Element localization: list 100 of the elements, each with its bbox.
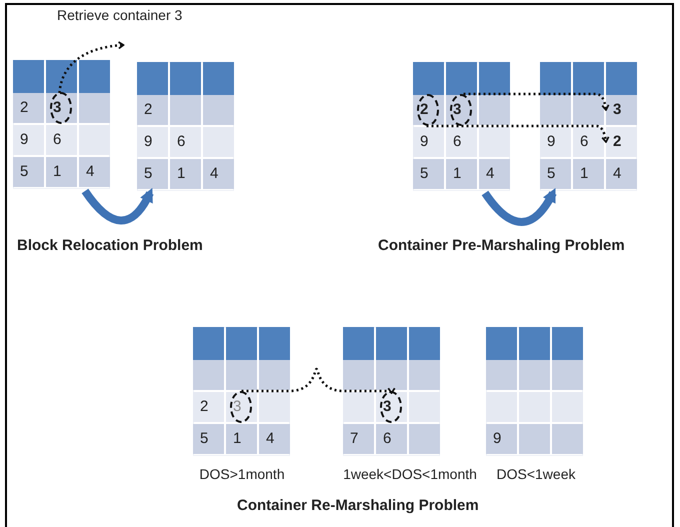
- container-number: 6: [383, 430, 392, 448]
- container-cell: [446, 95, 477, 125]
- container-number: 3: [453, 101, 462, 119]
- empty-slot: [409, 424, 440, 454]
- container-number: 4: [86, 163, 94, 181]
- container-number: 5: [547, 165, 556, 183]
- container-number: 4: [613, 165, 622, 183]
- empty-slot: [170, 95, 201, 125]
- container-cell: [573, 127, 604, 157]
- container-bay: [413, 62, 510, 191]
- dotted-arrow: [242, 368, 395, 394]
- container-cell: [137, 127, 168, 157]
- container-number: 5: [144, 165, 152, 183]
- container-number: 4: [210, 165, 218, 183]
- container-cell: [540, 159, 571, 189]
- container-cell: [606, 159, 637, 189]
- instruction-text: Retrieve container 3: [57, 7, 182, 23]
- empty-slot: [226, 360, 257, 390]
- empty-slot: [519, 392, 550, 422]
- container-cell: [170, 159, 201, 189]
- container-cell: [606, 127, 637, 157]
- container-cell: [479, 159, 510, 189]
- empty-slot: [552, 360, 583, 390]
- container-cell: [46, 125, 77, 155]
- container-cell: [46, 157, 77, 187]
- container-number: 2: [144, 101, 152, 119]
- container-number: 2: [200, 398, 208, 416]
- container-number: 5: [420, 165, 428, 183]
- container-cell: [13, 93, 44, 123]
- container-number: 1: [233, 430, 242, 448]
- container-cell: [79, 157, 110, 187]
- problem-title: Container Re-Marshaling Problem: [237, 497, 479, 514]
- container-number: 6: [580, 133, 588, 151]
- container-number: 3: [383, 398, 392, 416]
- empty-slot: [203, 95, 234, 125]
- container-cell: [193, 424, 224, 454]
- problem-title: Container Pre-Marshaling Problem: [378, 237, 625, 254]
- container-cell: [13, 125, 44, 155]
- problem-title: Block Relocation Problem: [17, 237, 203, 254]
- empty-slot: [486, 392, 517, 422]
- container-cell: [446, 127, 477, 157]
- curved-arrow: [482, 188, 556, 226]
- container-cell: [137, 159, 168, 189]
- container-cell: [376, 392, 407, 422]
- container-number: 9: [547, 133, 556, 151]
- container-bay: [137, 62, 234, 191]
- container-number: 4: [486, 165, 494, 183]
- container-bay: [13, 60, 110, 189]
- empty-slot: [409, 360, 440, 390]
- empty-slot: [203, 127, 234, 157]
- container-number: 5: [200, 430, 208, 448]
- empty-slot: [343, 392, 374, 422]
- container-cell: [540, 127, 571, 157]
- container-cell: [376, 424, 407, 454]
- empty-slot: [519, 360, 550, 390]
- container-bay: [540, 62, 637, 191]
- container-cell: [413, 95, 444, 125]
- container-number: 2: [20, 99, 28, 117]
- empty-slot: [193, 360, 224, 390]
- container-number: 2: [420, 101, 428, 119]
- bay-caption: DOS<1week: [496, 466, 576, 482]
- empty-slot: [573, 95, 604, 125]
- container-cell: [13, 157, 44, 187]
- container-number: 1: [177, 165, 186, 183]
- container-cell: [343, 424, 374, 454]
- empty-slot: [259, 360, 290, 390]
- container-number: 1: [580, 165, 588, 183]
- container-cell: [446, 159, 477, 189]
- container-cell: [46, 93, 77, 123]
- container-cell: [193, 392, 224, 422]
- empty-slot: [552, 392, 583, 422]
- empty-slot: [409, 392, 440, 422]
- empty-slot: [79, 93, 110, 123]
- container-number: 3: [233, 398, 242, 416]
- empty-slot: [479, 95, 510, 125]
- container-cell: [203, 159, 234, 189]
- empty-slot: [479, 127, 510, 157]
- container-number: 9: [420, 133, 428, 151]
- empty-slot: [519, 424, 550, 454]
- dotted-arrow: [464, 92, 610, 111]
- container-cell: [137, 95, 168, 125]
- container-number: 6: [453, 133, 462, 151]
- container-number: 1: [453, 165, 462, 183]
- container-cell: [413, 159, 444, 189]
- bay-caption: DOS>1month: [199, 466, 285, 482]
- container-cell: [573, 159, 604, 189]
- container-cell: [606, 95, 637, 125]
- container-cell: [486, 424, 517, 454]
- bay-caption: 1week<DOS<1month: [343, 466, 477, 482]
- empty-slot: [259, 392, 290, 422]
- container-number: 9: [144, 133, 152, 151]
- container-cell: [170, 127, 201, 157]
- container-number: 6: [177, 133, 186, 151]
- container-number: 3: [53, 99, 62, 117]
- container-bay: [343, 327, 440, 456]
- container-cell: [226, 392, 257, 422]
- container-cell: [226, 424, 257, 454]
- empty-slot: [486, 360, 517, 390]
- container-number: 7: [350, 430, 358, 448]
- empty-slot: [343, 360, 374, 390]
